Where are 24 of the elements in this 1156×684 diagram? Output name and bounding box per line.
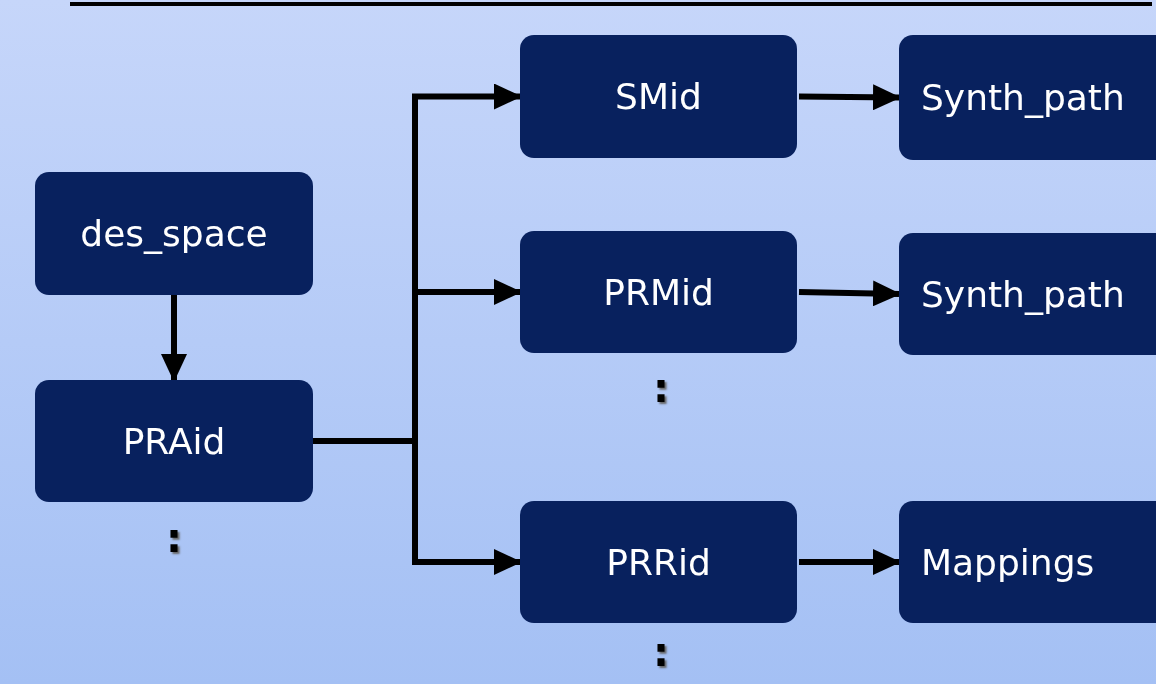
box-label: Synth_path <box>921 273 1125 315</box>
process-box <box>899 233 1156 355</box>
process-box <box>899 501 1156 623</box>
box-label: SMid <box>615 76 702 117</box>
process-box <box>899 35 1156 160</box>
ellipsis-mark: : <box>653 368 669 408</box>
process-box <box>35 172 313 295</box>
arrow <box>798 84 901 111</box>
arrow <box>798 280 901 307</box>
process-box <box>35 380 313 502</box>
box-label: Synth_path <box>921 77 1125 118</box>
ellipsis-mark: : <box>166 518 182 558</box>
process-box <box>520 501 797 623</box>
ellipsis-mark: : <box>653 632 669 672</box>
box-label: PRAid <box>122 420 226 462</box>
box-label: des_space <box>80 213 268 254</box>
box-label: PRRid <box>606 541 711 583</box>
process-box <box>520 231 797 353</box>
box-label: Mappings <box>921 541 1095 583</box>
arrow <box>313 438 522 575</box>
process-box <box>520 35 797 158</box>
arrow <box>161 295 187 382</box>
arrow <box>799 549 901 575</box>
box-label: PRMid <box>603 271 714 313</box>
